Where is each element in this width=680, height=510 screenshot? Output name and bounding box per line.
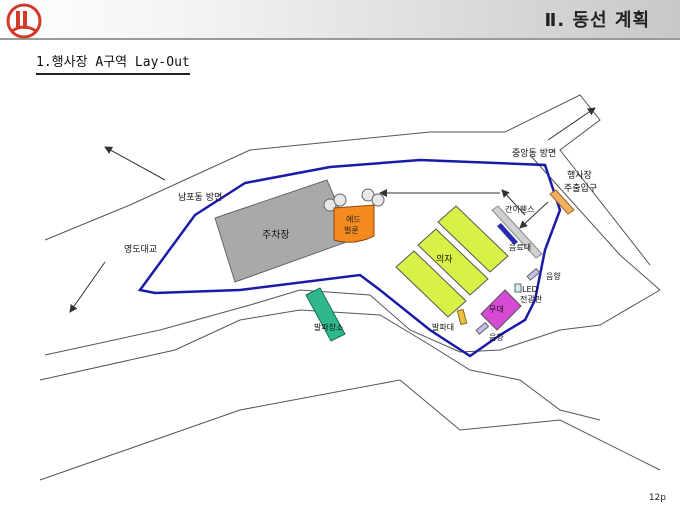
arrow-fence <box>501 189 526 216</box>
parking-label: 주차장 <box>262 229 290 241</box>
event-zone-route <box>137 158 562 358</box>
ad-balloons <box>323 188 385 243</box>
adballoon-label-2: 벌룬 <box>344 225 359 235</box>
led-label-1: LED <box>522 285 538 294</box>
section-title: 1.행사장 A구역 Lay-Out <box>36 51 190 75</box>
page-number: 12p <box>648 493 666 503</box>
led-board <box>514 283 522 293</box>
arrow-yeongdo <box>69 261 106 313</box>
bottom-road-outline <box>39 309 601 421</box>
pier-outline <box>39 379 661 481</box>
header-bar <box>0 0 680 40</box>
company-logo-icon <box>6 3 42 39</box>
chair-blocks <box>395 205 509 318</box>
header-divider <box>0 38 680 40</box>
chairs-label: 의자 <box>436 254 453 265</box>
stage <box>480 289 522 331</box>
arrow-jungang <box>547 107 596 141</box>
ticket-label: 발파장소 <box>314 322 343 332</box>
road-outlines <box>39 94 661 481</box>
entrance-label-2: 주출입구 <box>564 182 597 194</box>
chair-block-bottom <box>395 250 467 318</box>
chair-block-top <box>437 205 509 273</box>
nampo-direction-label: 남포동 방면 <box>178 192 222 203</box>
right-road-outline <box>529 154 661 291</box>
page-header-title: Ⅱ. 동선 계획 <box>544 10 650 31</box>
generator <box>456 308 468 326</box>
jungang-direction-label: 중앙동 방면 <box>512 147 556 159</box>
adballoon-label-1: 애드 <box>346 215 361 224</box>
balloon-4 <box>371 193 385 207</box>
yeongdo-bridge-label: 영도대교 <box>124 244 157 255</box>
generator-label: 발파대 <box>432 322 454 332</box>
led-label-2: 전광판 <box>520 294 543 304</box>
speaker-top-label: 음향 <box>546 272 561 281</box>
ad-balloon-banner <box>333 204 375 243</box>
entrance-label-1: 행사장 <box>567 169 592 181</box>
beverage-label: 음료대 <box>509 243 531 252</box>
lower-road-outline <box>44 289 661 356</box>
stage-label: 무대 <box>489 305 504 314</box>
balloon-2 <box>333 193 347 207</box>
main-entrance-marker <box>549 189 575 215</box>
beverage-stand <box>497 223 518 245</box>
upper-road-outline <box>44 94 651 266</box>
ticket-booth <box>305 287 346 342</box>
chair-block-middle <box>417 228 489 296</box>
arrow-nampo <box>104 146 166 181</box>
simple-fence <box>491 205 543 259</box>
speaker-bottom-label: 음향 <box>489 333 504 342</box>
speaker-bottom <box>475 321 490 335</box>
speaker-top <box>526 267 541 281</box>
direction-arrows <box>69 107 596 313</box>
arrow-entrance <box>519 201 549 229</box>
fence-label: 간이휀스 <box>505 204 534 214</box>
